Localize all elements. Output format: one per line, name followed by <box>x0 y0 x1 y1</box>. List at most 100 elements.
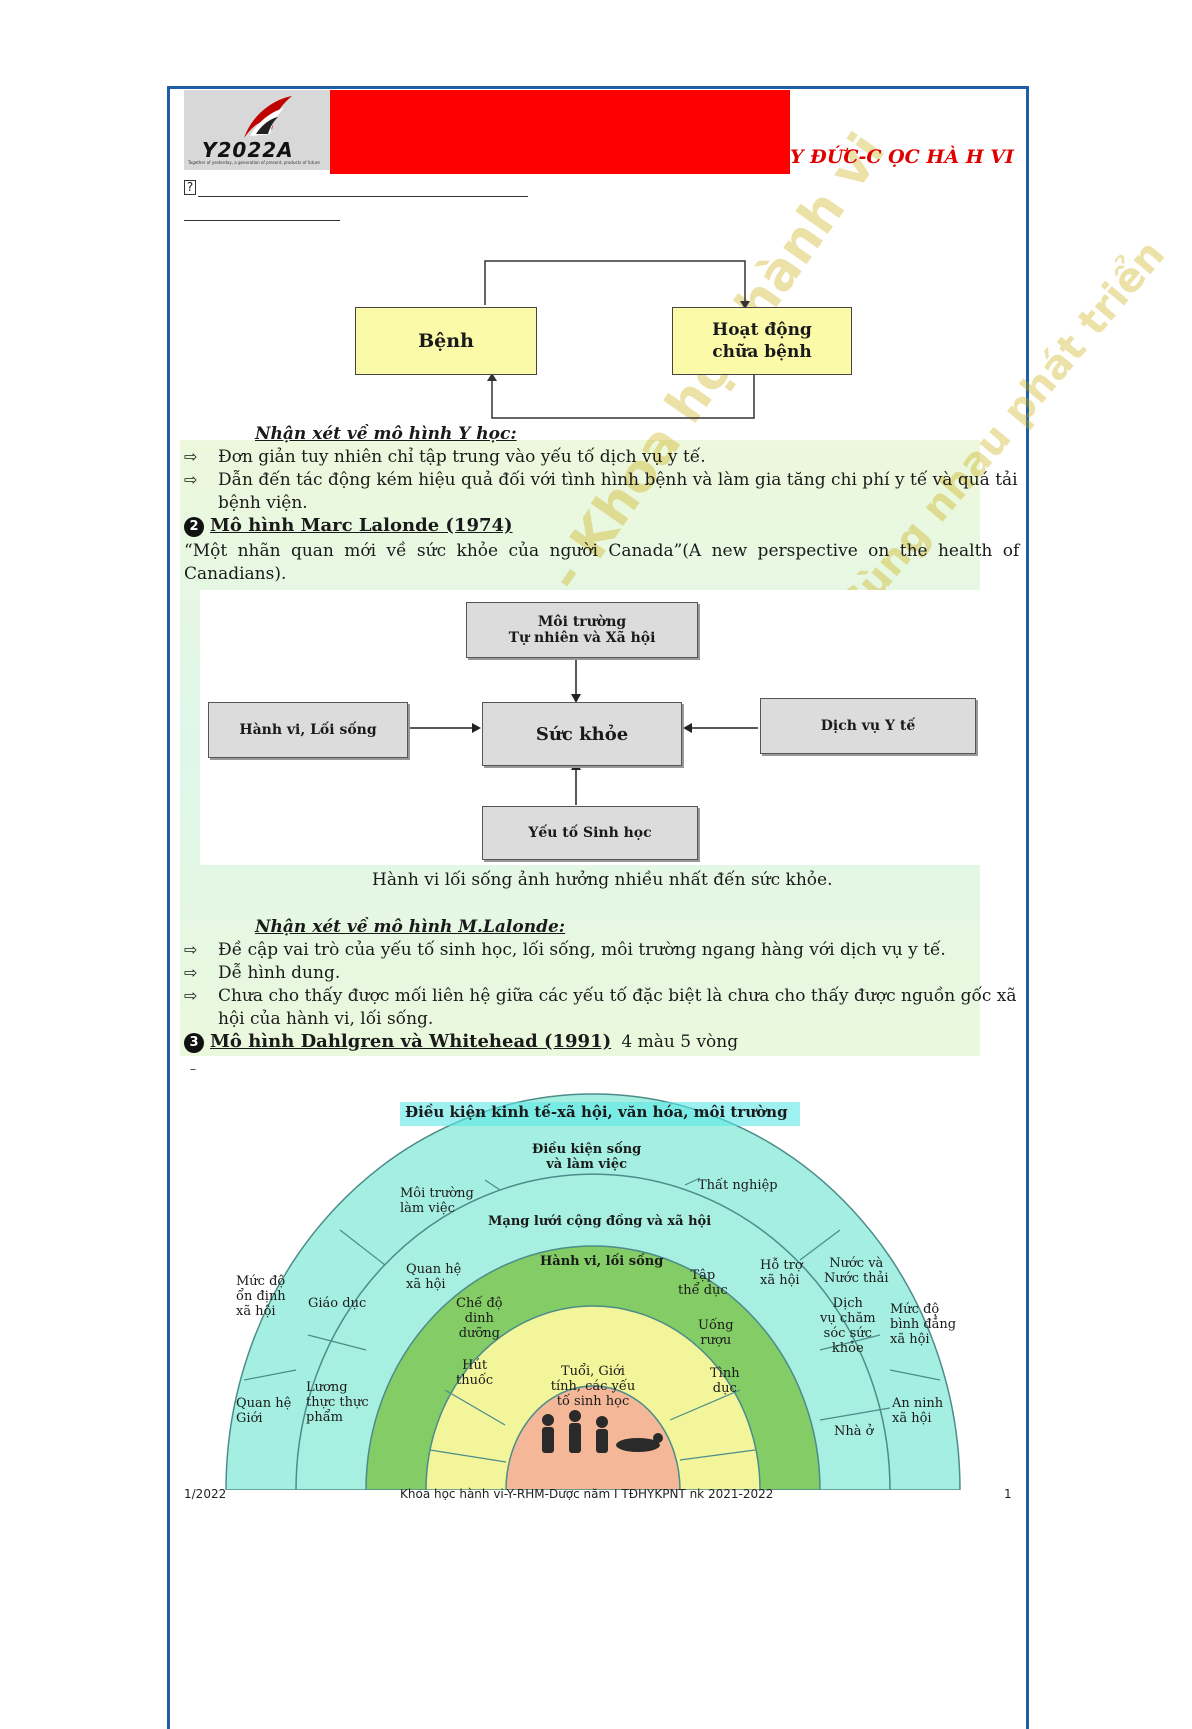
smoking-line-1: Hút <box>462 1358 488 1373</box>
page-frame <box>167 86 1029 1729</box>
section3-heading: 3 Mô hình Dahlgren và Whitehead (1991) 4 … <box>184 1031 738 1053</box>
social-relations: Quan hệ xã hội <box>406 1262 461 1292</box>
healthcare-line-4: khỏe <box>831 1341 864 1356</box>
section3-number: 3 <box>184 1033 204 1053</box>
comment1-bullet-2: Dẫn đến tác động kém hiệu quả đối với tì… <box>218 470 1018 490</box>
lalonde-arrows <box>407 658 758 805</box>
smoking: Hút thuốc <box>456 1358 493 1388</box>
exercise-line-1: Tập <box>690 1268 716 1283</box>
environment-label-1: Môi trường <box>537 614 627 630</box>
section3-note: 4 màu 5 vòng <box>621 1032 739 1052</box>
footer-left: 1/2022 <box>184 1487 227 1501</box>
social-rel-line-1: Quan hệ <box>406 1262 462 1277</box>
comment2-bullet-3-cont: hội của hành vi, lối sống. <box>218 1009 434 1029</box>
drinking-line-2: rượu <box>700 1333 732 1348</box>
healthcare-line-3: sóc sức <box>823 1326 872 1341</box>
social-equality: Mức độ bình đẳng xã hội <box>890 1302 956 1347</box>
outer-title: Điều kiện kinh tế-xã hội, văn hóa, môi t… <box>405 1103 788 1121</box>
comment1-title: Nhận xét về mô hình Y học: <box>255 424 517 444</box>
social-stability: Mức độ ổn định xã hội <box>236 1274 286 1319</box>
core-line-1: Tuổi, Giới <box>561 1364 625 1379</box>
core-line-3: tố sinh học <box>556 1394 630 1409</box>
healthcare-line-1: Dịch <box>832 1296 863 1311</box>
section2-quote-1: “Một nhãn quan mới về sức khỏe của người… <box>184 541 1020 561</box>
work-env-line-1: Môi trường <box>400 1186 474 1201</box>
comment2-title: Nhận xét về mô hình M.Lalonde: <box>255 917 566 937</box>
sexual-behavior: Tình dục <box>710 1366 740 1396</box>
equality-line-3: xã hội <box>890 1332 930 1347</box>
living-line-2: và làm việc <box>546 1157 628 1172</box>
comment1-bullet-1: Đơn giản tuy nhiên chỉ tập trung vào yếu… <box>218 447 706 467</box>
health-service-label: Dịch vụ Y tế <box>820 718 916 734</box>
biology-label: Yếu tố Sinh học <box>528 825 652 841</box>
security-line-1: An ninh <box>892 1396 944 1411</box>
small-icon: ? <box>184 180 196 195</box>
food-line-3: phẩm <box>306 1410 343 1425</box>
exercise-line-2: thể dục <box>678 1283 728 1298</box>
environment-label-2: Tự nhiên và Xã hội <box>508 630 656 646</box>
logo-text: Y2022A <box>202 138 294 162</box>
arrow-bullet-icon: ⇨ <box>184 940 198 959</box>
arrow-bullet-icon: ⇨ <box>184 470 198 489</box>
diet: Chế độ dinh dưỡng <box>456 1296 503 1341</box>
unemployment: Thất nghiệp <box>698 1178 778 1193</box>
comment2-bullet-2: Dễ hình dung. <box>218 963 341 983</box>
logo-tagline: Together of yesterday, a generation of p… <box>188 160 320 165</box>
stability-line-2: ổn định <box>236 1289 286 1304</box>
comment2-bullet-1: Đề cập vai trò của yếu tố sinh học, lối … <box>218 940 946 960</box>
lifestyle-box: Hành vi, Lối sống <box>208 702 408 758</box>
rainbow-model-diagram: Điều kiện kinh tế-xã hội, văn hóa, môi t… <box>200 1090 990 1490</box>
disease-label: Bệnh <box>418 330 474 352</box>
lalonde-diagram: Môi trường Tự nhiên và Xã hội Sức khỏe H… <box>200 590 990 865</box>
medical-model-arrows <box>484 260 755 419</box>
biology-box: Yếu tố Sinh học <box>482 806 698 860</box>
work-environment: Môi trường làm việc <box>400 1186 474 1216</box>
comment2-bullet-3: Chưa cho thấy được mối liên hệ giữa các … <box>218 986 1017 1006</box>
sex-line-2: dục <box>712 1381 737 1396</box>
section2-number: 2 <box>184 517 204 537</box>
exercise: Tập thể dục <box>678 1268 728 1298</box>
footer-center: Khoa học hành vi-Y-RHM-Dược năm I TĐHYKP… <box>400 1487 774 1501</box>
comment1-bullet-2-cont: bệnh viện. <box>218 493 308 513</box>
living-conditions: Điều kiện sống và làm việc <box>532 1142 641 1172</box>
equality-line-2: bình đẳng <box>890 1317 957 1332</box>
header-line-1 <box>198 196 528 197</box>
lalonde-caption: Hành vi lối sống ảnh hưởng nhiều nhất đế… <box>372 870 833 890</box>
logo-emblem-icon <box>244 96 292 138</box>
environment-box: Môi trường Tự nhiên và Xã hội <box>466 602 698 658</box>
people-icon <box>542 1410 663 1453</box>
treatment-box: Hoạt động chữa bệnh <box>672 307 852 375</box>
drinking: Uống rượu <box>698 1318 734 1348</box>
community-network: Mạng lưới cộng đồng và xã hội <box>488 1214 712 1229</box>
title-banner <box>330 90 790 174</box>
health-service-box: Dịch vụ Y tế <box>760 698 976 754</box>
stability-line-1: Mức độ <box>236 1274 286 1289</box>
food-line-2: thực thực <box>306 1395 369 1410</box>
healthcare-service: Dịch vụ chăm sóc sức khỏe <box>820 1296 876 1356</box>
banner-tail: Y ĐỨC-C ỌC HÀ H VI <box>790 146 1014 168</box>
living-line-1: Điều kiện sống <box>532 1142 642 1157</box>
support-line-2: xã hội <box>760 1273 800 1288</box>
health-box: Sức khỏe <box>482 702 682 766</box>
food-line-1: Lương <box>306 1380 348 1395</box>
social-rel-line-2: xã hội <box>406 1277 446 1292</box>
diet-line-1: Chế độ <box>456 1296 503 1311</box>
medical-model-diagram: Bệnh Hoạt động chữa bệnh <box>340 255 855 420</box>
disease-box: Bệnh <box>355 307 537 375</box>
section2-title: Mô hình Marc Lalonde (1974) <box>210 515 513 536</box>
food: Lương thực thực phẩm <box>306 1380 369 1425</box>
education: Giáo dục <box>308 1296 367 1311</box>
logo: Y2022A Together of yesterday, a generati… <box>184 90 330 170</box>
diet-line-3: dưỡng <box>458 1326 500 1341</box>
stability-line-3: xã hội <box>236 1304 276 1319</box>
equality-line-1: Mức độ <box>890 1302 940 1317</box>
healthcare-line-2: vụ chăm <box>820 1311 876 1326</box>
drinking-line-1: Uống <box>698 1318 734 1333</box>
section2-heading: 2 Mô hình Marc Lalonde (1974) <box>184 515 513 537</box>
section3-title: Mô hình Dahlgren và Whitehead (1991) <box>210 1031 612 1052</box>
header-line-2 <box>184 220 340 221</box>
gender-line-1: Quan hệ <box>236 1396 292 1411</box>
section3-dash: – <box>190 1062 196 1076</box>
section2-quote-2: Canadians). <box>184 564 287 584</box>
water-line-2: Nước thải <box>824 1271 889 1286</box>
